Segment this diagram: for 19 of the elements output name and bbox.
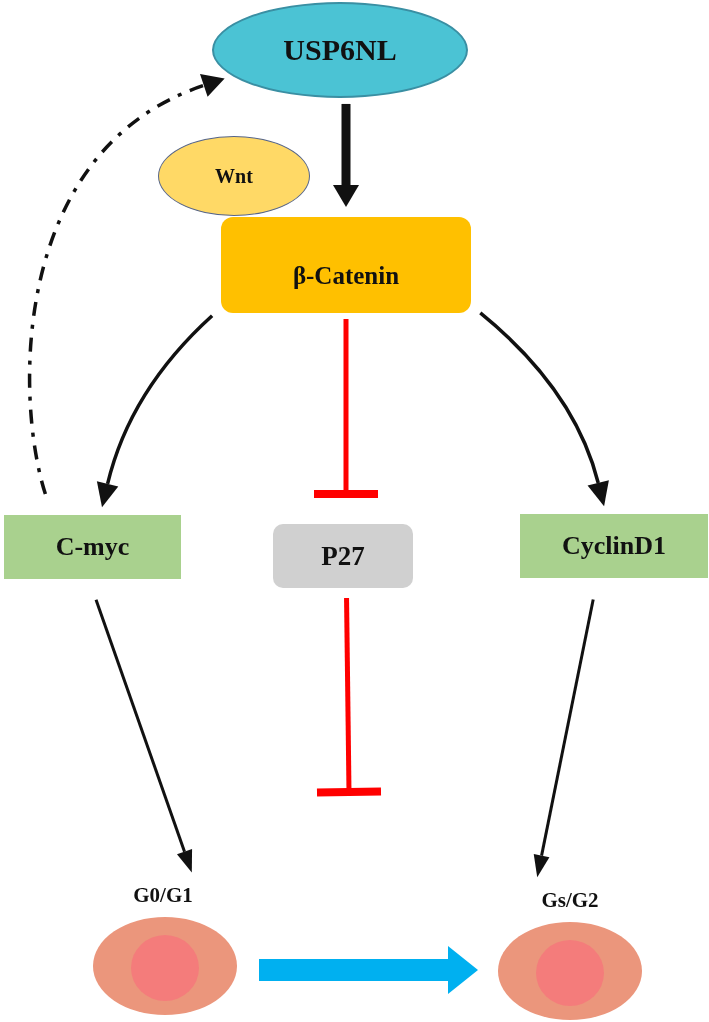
- block-arrow: [259, 946, 478, 994]
- arrow: [94, 599, 193, 873]
- arrow: [333, 103, 359, 207]
- node-label: Wnt: [215, 164, 253, 188]
- phase-label: Gs/G2: [541, 887, 599, 914]
- node-label: P27: [321, 540, 365, 572]
- node-label: β-Catenin: [292, 262, 400, 290]
- arrow: [479, 311, 609, 507]
- arrow: [533, 599, 595, 878]
- dash-dot-arrow: [28, 74, 224, 495]
- node-label: CyclinD1: [562, 531, 666, 561]
- gene-box: [4, 515, 181, 579]
- protein-box: [221, 217, 471, 313]
- phase-label: G0/G1: [133, 882, 193, 909]
- node-label: USP6NL: [283, 33, 397, 67]
- gene-box: [520, 514, 708, 578]
- protein-box: [273, 524, 413, 588]
- node-label: C-myc: [55, 532, 130, 562]
- arrow: [96, 314, 214, 508]
